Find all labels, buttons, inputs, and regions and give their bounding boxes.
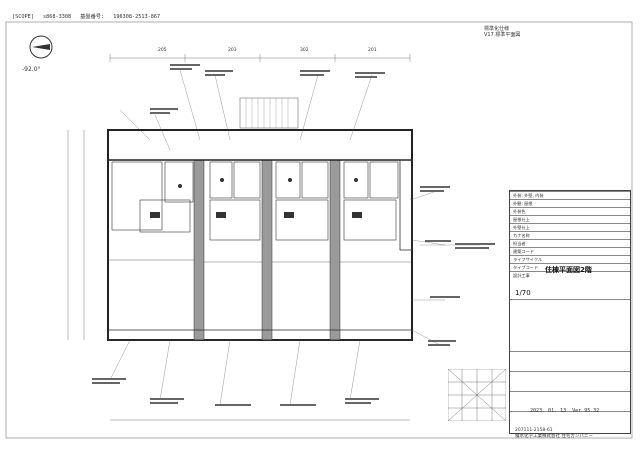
date-value: 2023. 01. 13 — [530, 408, 567, 414]
tb-row-10: 設計工事 — [513, 273, 530, 278]
tb-row-7: 建築コード — [513, 249, 534, 254]
tb-row-8: ライフサイクル — [513, 257, 543, 262]
code-2: 196308-2513-867 — [113, 14, 161, 20]
board-number-label: 基盤番号: — [80, 14, 105, 20]
version-value: Ver 95.32 — [572, 408, 600, 414]
company-name: 積水化学工業株式会社 住宅カンパニー — [515, 434, 593, 439]
tb-row-5: カナ名称 — [513, 233, 530, 238]
drawing-title: 住棟平面図2階 — [545, 266, 592, 274]
tb-row-0: 外装: 外壁, 内装 — [513, 193, 544, 198]
unit-label-203: 203 — [228, 48, 237, 53]
top-right-note: 標準化仕様 V17 標準平面図 — [484, 26, 520, 38]
scope-tag: [SCOPE] — [12, 14, 34, 20]
tb-row-1: 外観: 屋根 — [513, 201, 533, 206]
header-line: [SCOPE] s868-3308 基盤番号: 196308-2513-867 — [12, 13, 166, 20]
compass-angle: -92.0° — [22, 66, 41, 73]
tb-row-4: 外壁仕上 — [513, 225, 530, 230]
doc-number: 207111-2158-61 — [515, 428, 553, 433]
unit-label-201: 201 — [368, 48, 377, 53]
title-block: 外装: 外壁, 内装 外観: 屋根 外装色 屋根仕上 外壁仕上 カナ名称 担当者… — [448, 190, 631, 434]
note-line-1: 標準化仕様 — [484, 26, 510, 32]
company-info: 207111-2158-61 積水化学工業株式会社 住宅カンパニー — [515, 428, 593, 439]
unit-label-302: 302 — [300, 48, 309, 53]
unit-label-205: 205 — [158, 48, 167, 53]
tb-row-9: タイプコード — [513, 265, 539, 270]
drawing-scale: 1/70 — [515, 289, 531, 297]
tb-row-3: 屋根仕上 — [513, 217, 530, 222]
tb-row-2: 外装色 — [513, 209, 526, 214]
grid-stamp-icon — [448, 369, 506, 421]
note-line-2: V17 標準平面図 — [484, 32, 521, 38]
compass-icon — [29, 35, 53, 59]
tb-row-6: 担当者 — [513, 241, 526, 246]
drawing-date: 2023. 01. 13 Ver 95.32 — [530, 408, 599, 414]
code-1: s868-3308 — [43, 14, 72, 20]
